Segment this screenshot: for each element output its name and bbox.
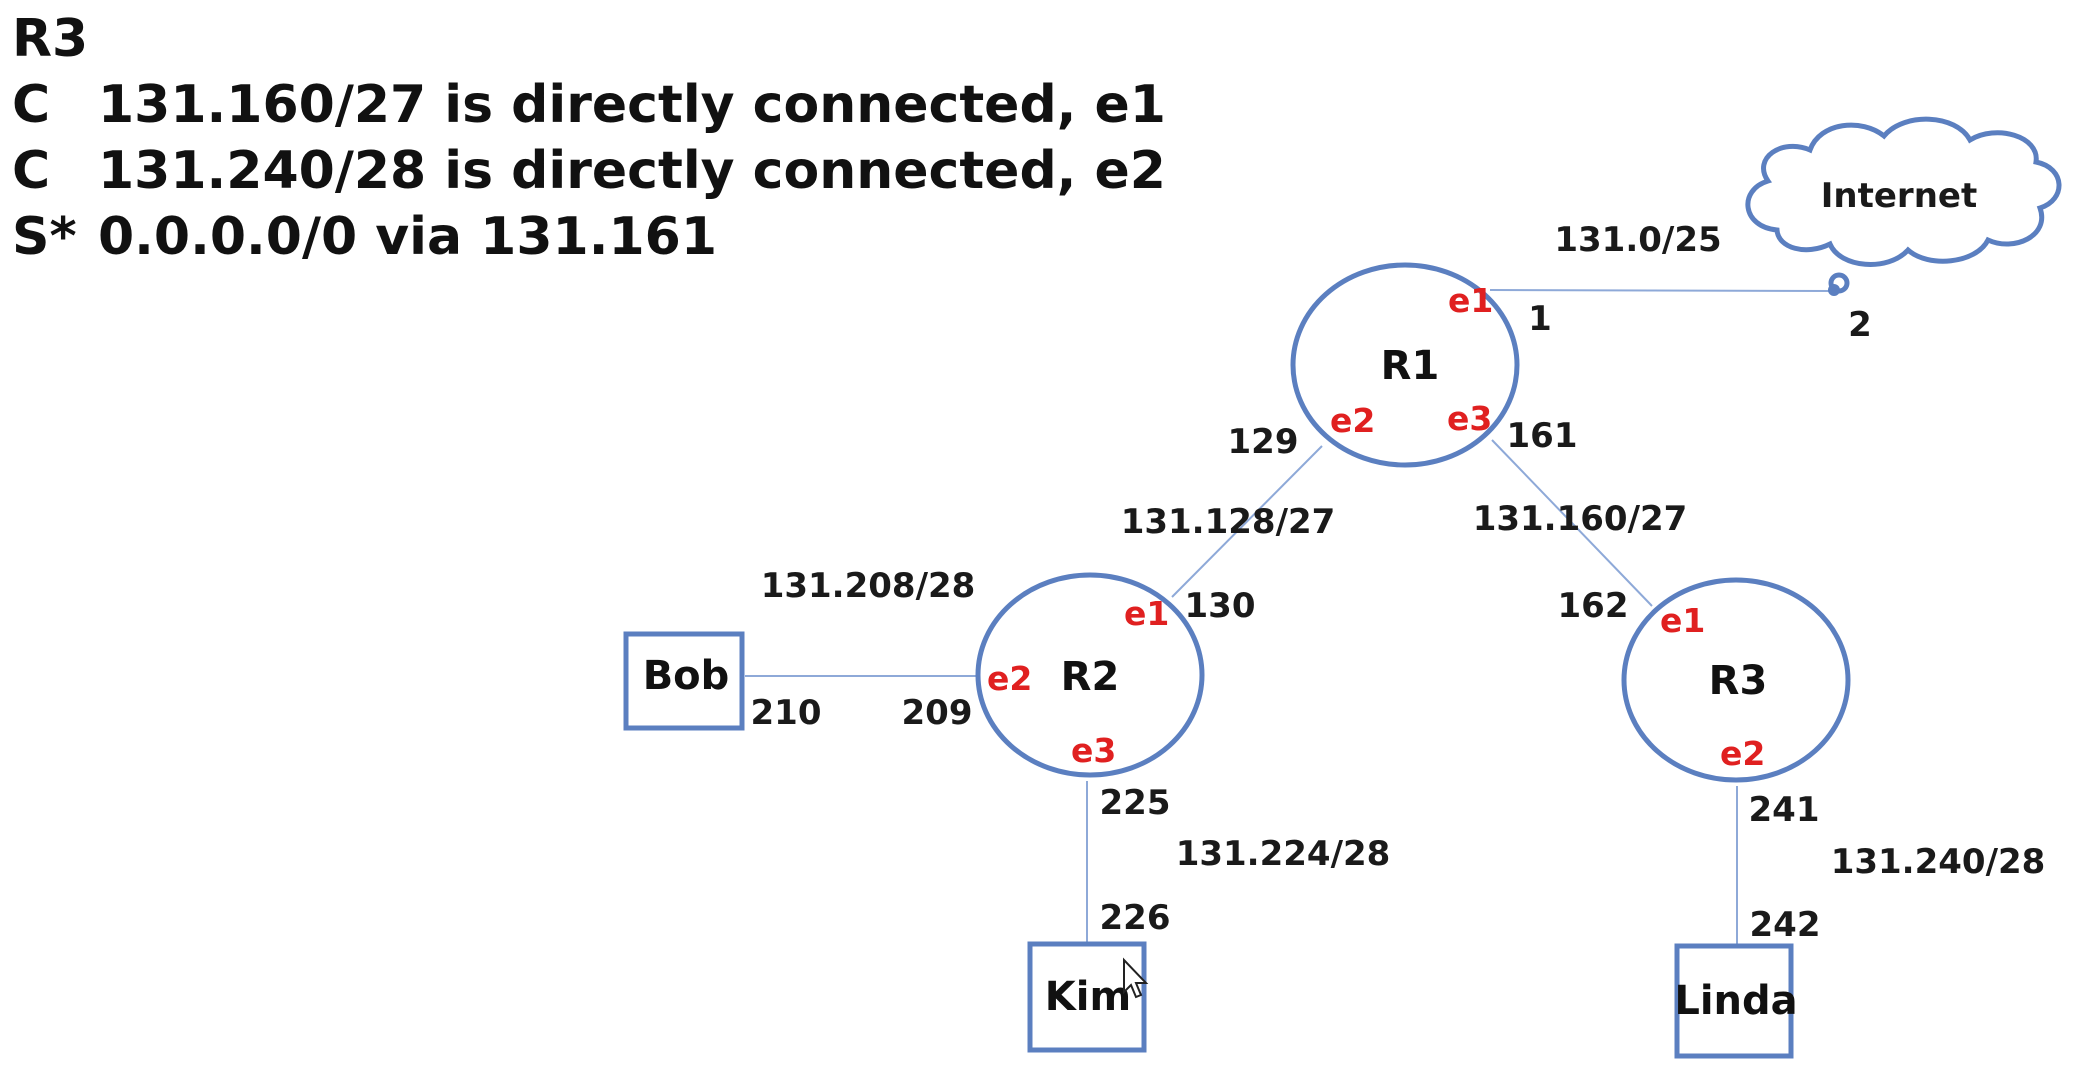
addr-bob: 210: [751, 693, 822, 733]
port-r2-e1: e1: [1124, 594, 1169, 633]
link-r1-r3: [1491, 439, 1653, 607]
port-r3-e1: e1: [1660, 601, 1705, 640]
host-linda: [1674, 943, 1794, 1059]
routing-table-title: R3: [12, 9, 89, 69]
port-r2-e2: e2: [987, 659, 1032, 698]
router-r1-label: R1: [1381, 343, 1440, 389]
routing-table: R3 C 131.160/27 is directly connected, e1…: [12, 6, 1166, 270]
route-text: 0.0.0.0/0 via 131.161: [98, 207, 718, 267]
route-code: C: [12, 75, 51, 135]
cursor-icon: [1123, 957, 1149, 999]
router-r1: [1290, 262, 1520, 468]
addr-internet: 2: [1848, 305, 1872, 345]
addr-linda: 242: [1750, 905, 1821, 945]
addr-r3-e1: 162: [1558, 586, 1629, 626]
host-bob-label: Bob: [643, 653, 730, 699]
router-r3: [1621, 577, 1851, 783]
port-r2-e3: e3: [1071, 731, 1116, 770]
addr-r1-e3: 161: [1507, 416, 1578, 456]
addr-kim: 226: [1100, 898, 1171, 938]
host-linda-label: Linda: [1674, 978, 1797, 1024]
router-r2-label: R2: [1061, 654, 1120, 700]
addr-r2-e2: 209: [902, 693, 973, 733]
route-entry: C 131.160/27 is directly connected, e1: [12, 72, 1166, 138]
route-entry: S* 0.0.0.0/0 via 131.161: [12, 204, 1166, 270]
port-r3-e2: e2: [1720, 734, 1765, 773]
addr-r2-e3: 225: [1100, 783, 1171, 823]
port-r1-e2: e2: [1330, 401, 1375, 440]
port-r1-e3: e3: [1447, 399, 1492, 438]
host-bob: [623, 631, 745, 731]
route-code: C: [12, 141, 51, 201]
router-r3-label: R3: [1709, 658, 1768, 704]
subnet-r2-bob: 131.208/28: [761, 566, 976, 606]
link-r1-internet: [1489, 289, 1835, 292]
addr-r1-e1: 1: [1528, 299, 1552, 339]
subnet-r3-linda: 131.240/28: [1831, 842, 2046, 882]
subnet-r1-internet: 131.0/25: [1554, 220, 1721, 260]
internet-label: Internet: [1821, 176, 1977, 216]
subnet-r2-kim: 131.224/28: [1176, 834, 1391, 874]
addr-r1-e2: 129: [1228, 422, 1299, 462]
route-code: S*: [12, 207, 77, 267]
subnet-r1-r3: 131.160/27: [1473, 499, 1688, 539]
route-text: 131.240/28 is directly connected, e2: [98, 141, 1166, 201]
addr-r3-e2: 241: [1749, 790, 1820, 830]
subnet-r1-r2: 131.128/27: [1121, 502, 1336, 542]
port-r1-e1: e1: [1448, 281, 1493, 320]
link-r1-r2: [1171, 445, 1323, 598]
addr-r2-e1: 130: [1185, 586, 1256, 626]
route-entry: C 131.240/28 is directly connected, e2: [12, 138, 1166, 204]
route-text: 131.160/27 is directly connected, e1: [98, 75, 1166, 135]
router-r2: [975, 572, 1205, 778]
internet-endpoint-icon: [1828, 284, 1840, 296]
host-kim-label: Kim: [1045, 974, 1131, 1020]
cloud-icon: [1745, 116, 2062, 267]
internet-cloud: Internet: [1745, 116, 2062, 296]
